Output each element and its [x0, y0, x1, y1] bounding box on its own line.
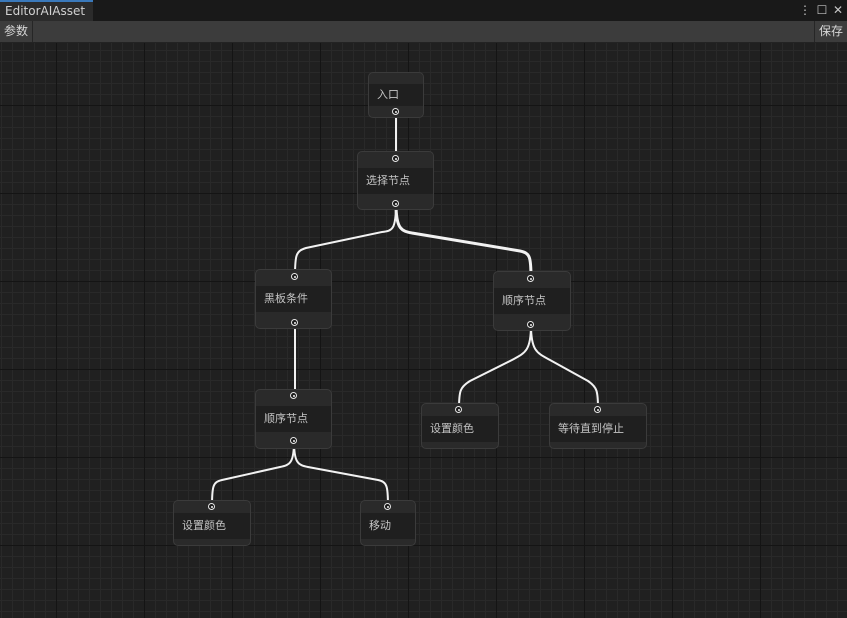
tab-editor-ai-asset[interactable]: EditorAIAsset — [0, 0, 93, 21]
graph-edges — [211, 113, 599, 507]
save-button[interactable]: 保存 — [813, 21, 847, 42]
node-label: 顺序节点 — [502, 294, 546, 307]
output-port-icon[interactable] — [527, 321, 534, 328]
more-options-icon[interactable]: ⋮ — [799, 3, 811, 17]
edge-sequence-right-set-color — [458, 324, 532, 410]
input-port-icon[interactable] — [392, 155, 399, 162]
maximize-icon[interactable]: ☐ — [816, 3, 828, 17]
node-label: 设置颜色 — [430, 422, 474, 435]
node-label: 入口 — [377, 88, 399, 101]
close-icon[interactable]: ✕ — [832, 3, 844, 17]
input-port-icon[interactable] — [455, 406, 462, 413]
window-tab-bar: EditorAIAsset ⋮ ☐ ✕ — [0, 0, 847, 22]
node-wait-until-stop[interactable]: 等待直到停止 — [549, 403, 647, 449]
edge-sequence-right-wait — [530, 324, 599, 410]
graph-toolbar: 参数 保存 — [0, 21, 847, 43]
node-label: 黑板条件 — [264, 292, 308, 305]
input-port-icon[interactable] — [594, 406, 601, 413]
node-label: 设置颜色 — [182, 519, 226, 532]
node-blackboard-condition[interactable]: 黑板条件 — [255, 269, 332, 329]
input-port-icon[interactable] — [208, 503, 215, 510]
input-port-icon[interactable] — [290, 392, 297, 399]
edge-selector-sequence-right — [394, 203, 533, 279]
node-label: 移动 — [369, 519, 391, 532]
edge-sequence-left-move — [293, 440, 389, 507]
node-sequence-left[interactable]: 顺序节点 — [255, 389, 332, 449]
node-label: 等待直到停止 — [558, 422, 624, 435]
input-port-icon[interactable] — [384, 503, 391, 510]
output-port-icon[interactable] — [392, 200, 399, 207]
edge-sequence-left-set-color — [211, 440, 295, 507]
params-button[interactable]: 参数 — [0, 21, 34, 42]
graph-canvas[interactable]: 入口 选择节点 黑板条件 顺序节点 顺序节点 设置颜色 等待直到停止 — [0, 43, 847, 618]
node-selector[interactable]: 选择节点 — [357, 151, 434, 210]
input-port-icon[interactable] — [291, 273, 298, 280]
node-label: 选择节点 — [366, 174, 410, 187]
output-port-icon[interactable] — [392, 108, 399, 115]
output-port-icon[interactable] — [290, 437, 297, 444]
output-port-icon[interactable] — [291, 319, 298, 326]
node-label: 顺序节点 — [264, 412, 308, 425]
edge-selector-blackboard — [294, 203, 397, 277]
input-port-icon[interactable] — [527, 275, 534, 282]
